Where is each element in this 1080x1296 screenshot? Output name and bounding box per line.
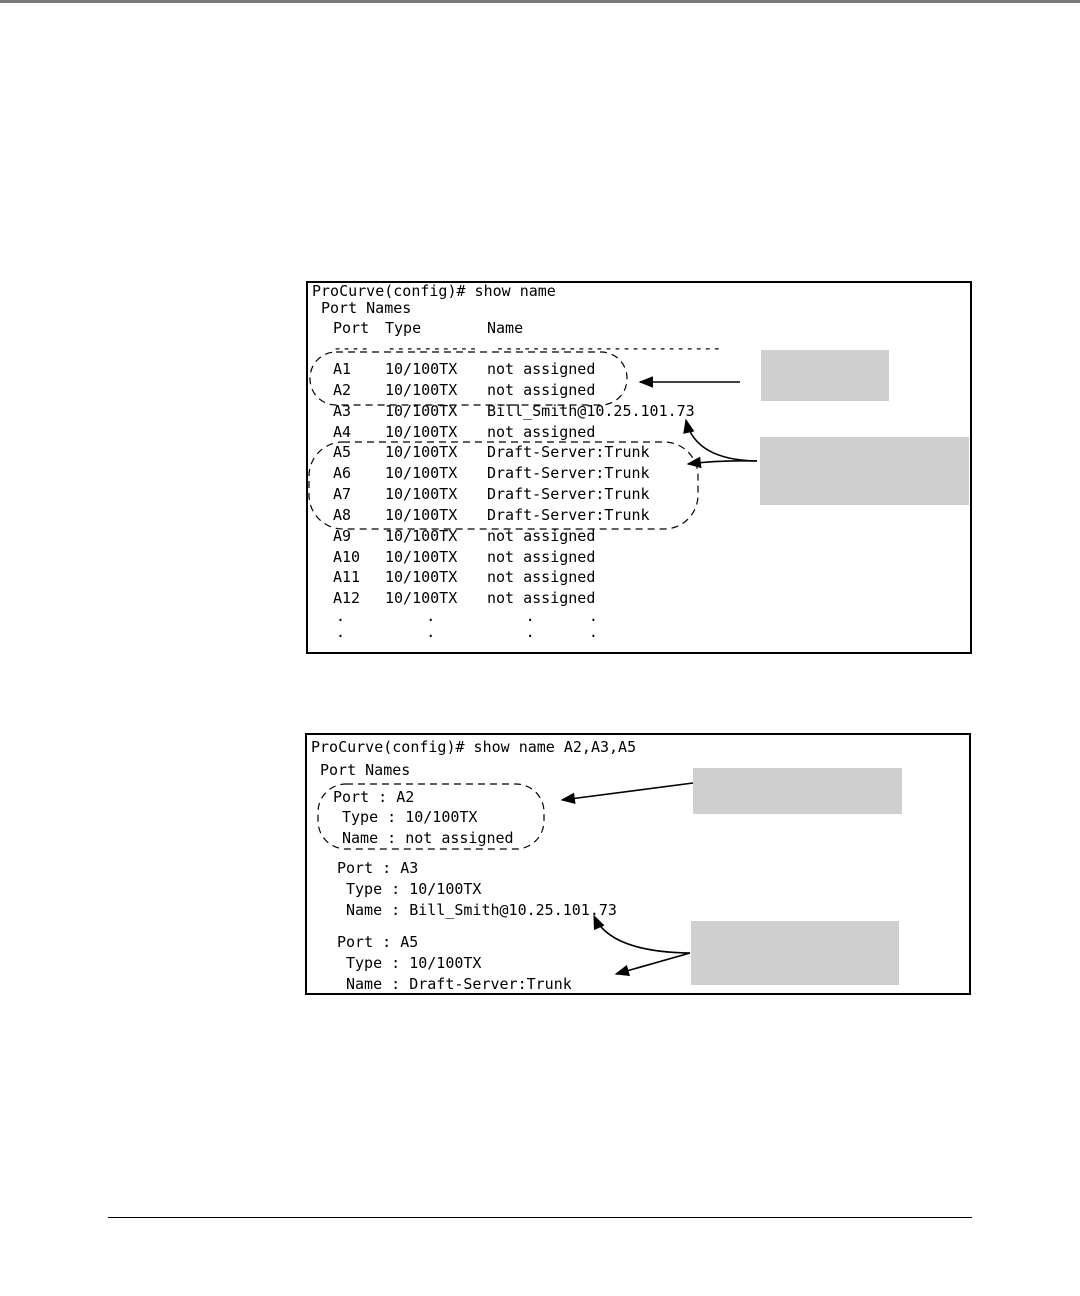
- callout-box: [691, 921, 899, 985]
- callout-box: [760, 437, 969, 505]
- row-type: 10/100TX: [385, 485, 458, 503]
- command-line: ProCurve(config)# show name A2,A3,A5: [311, 738, 637, 756]
- row-port: A6: [333, 464, 352, 482]
- section-heading: Port Names: [321, 299, 412, 317]
- row-type: 10/100TX: [385, 568, 458, 586]
- row-port: A12: [333, 589, 361, 607]
- row-name: Draft-Server:Trunk: [487, 443, 650, 461]
- row-name: Bill_Smith@10.25.101.73: [487, 402, 695, 420]
- row-name: Draft-Server:Trunk: [487, 485, 650, 503]
- row-name: Draft-Server:Trunk: [487, 506, 650, 524]
- row-port: A10: [333, 548, 361, 566]
- column-separator: ---- ---------- ------------------------…: [333, 339, 722, 357]
- column-header-type: Type: [385, 319, 422, 337]
- row-name: not assigned: [487, 381, 596, 399]
- entry-name: Name : not assigned: [342, 829, 514, 847]
- entry-port: Port : A5: [337, 933, 419, 951]
- row-name: not assigned: [487, 568, 596, 586]
- row-port: A4: [333, 423, 352, 441]
- row-port: A8: [333, 506, 352, 524]
- entry-port: Port : A3: [337, 859, 419, 877]
- row-port: A1: [333, 360, 352, 378]
- row-port: A5: [333, 443, 352, 461]
- column-header-port: Port: [333, 319, 370, 337]
- row-type: 10/100TX: [385, 464, 458, 482]
- callout-box: [761, 350, 889, 401]
- row-name: not assigned: [487, 423, 596, 441]
- row-type: 10/100TX: [385, 443, 458, 461]
- row-type: 10/100TX: [385, 402, 458, 420]
- row-type: 10/100TX: [385, 589, 458, 607]
- callout-box: [693, 768, 902, 814]
- row-type: 10/100TX: [385, 506, 458, 524]
- section-heading: Port Names: [320, 761, 411, 779]
- row-type: 10/100TX: [385, 423, 458, 441]
- row-name: Draft-Server:Trunk: [487, 464, 650, 482]
- row-port: A3: [333, 402, 352, 420]
- row-name: not assigned: [487, 589, 596, 607]
- column-header-name: Name: [487, 319, 524, 337]
- row-port: A11: [333, 568, 361, 586]
- continuation-dots: . . . .: [336, 623, 598, 641]
- row-type: 10/100TX: [385, 360, 458, 378]
- entry-type: Type : 10/100TX: [346, 880, 482, 898]
- row-port: A9: [333, 527, 352, 545]
- continuation-dots: . . . .: [336, 607, 598, 625]
- row-name: not assigned: [487, 360, 596, 378]
- top-rule: [0, 0, 1080, 3]
- row-type: 10/100TX: [385, 548, 458, 566]
- entry-type: Type : 10/100TX: [346, 954, 482, 972]
- row-type: 10/100TX: [385, 381, 458, 399]
- row-name: not assigned: [487, 548, 596, 566]
- command-line: ProCurve(config)# show name: [312, 282, 556, 300]
- entry-name: Name : Bill_Smith@10.25.101.73: [346, 901, 617, 919]
- entry-type: Type : 10/100TX: [342, 808, 478, 826]
- row-port: A2: [333, 381, 352, 399]
- row-name: not assigned: [487, 527, 596, 545]
- footer-rule: [108, 1217, 972, 1218]
- entry-name: Name : Draft-Server:Trunk: [346, 975, 572, 993]
- entry-port: Port : A2: [333, 788, 415, 806]
- row-type: 10/100TX: [385, 527, 458, 545]
- row-port: A7: [333, 485, 352, 503]
